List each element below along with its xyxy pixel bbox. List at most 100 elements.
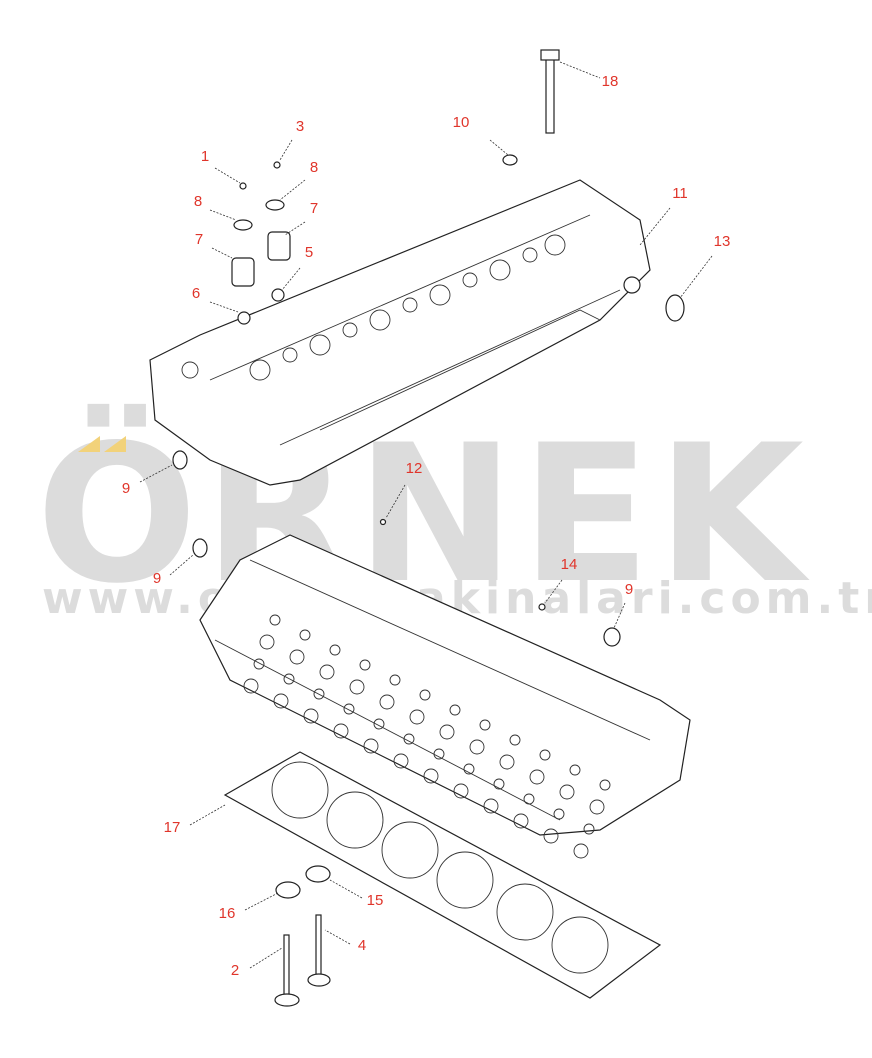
valve-seat	[529, 769, 545, 785]
watermark-accent	[78, 436, 100, 452]
callout-17: 17	[164, 819, 181, 836]
callout-9: 9	[153, 570, 161, 587]
callout-2: 2	[231, 962, 239, 979]
valve-spring	[267, 231, 291, 261]
valve-seat	[373, 718, 385, 730]
callout-3: 3	[296, 118, 304, 135]
callout-5: 5	[305, 244, 313, 261]
valve-seat	[589, 799, 605, 815]
leader-line	[279, 179, 306, 201]
leader-line	[279, 139, 293, 161]
valve-seat	[409, 709, 425, 725]
callout-16: 16	[219, 905, 236, 922]
callout-9: 9	[625, 581, 633, 598]
valve-seat	[449, 704, 461, 716]
valve-seat	[513, 813, 529, 829]
leader-line	[613, 602, 626, 629]
valve-seat	[359, 659, 371, 671]
valve-seat	[283, 673, 295, 685]
seal-ring	[665, 294, 685, 322]
callout-4: 4	[358, 937, 366, 954]
valve-seat	[483, 798, 499, 814]
valve-exhaust	[315, 914, 322, 978]
leader-line	[639, 207, 671, 246]
callout-11: 11	[672, 185, 688, 202]
leader-line	[329, 879, 363, 899]
valve-seat	[313, 688, 325, 700]
valve-seat	[523, 793, 535, 805]
leader-line	[209, 301, 239, 313]
small-parts	[172, 49, 685, 1007]
valve-seat	[259, 634, 275, 650]
callout-7: 7	[195, 231, 203, 248]
leader-line	[281, 267, 301, 291]
valve-seat	[273, 693, 289, 709]
leader-line	[559, 61, 601, 79]
valve-seat	[403, 733, 415, 745]
valve-seat	[539, 749, 551, 761]
callout-8: 8	[310, 159, 318, 176]
valve-seat	[253, 658, 265, 670]
valve-spring	[231, 257, 255, 287]
leader-line	[284, 221, 306, 236]
valve-seat	[573, 843, 589, 859]
valve-seat	[343, 703, 355, 715]
callout-7: 7	[310, 200, 318, 217]
valve-seat	[333, 723, 349, 739]
valve-seat	[469, 739, 485, 755]
leader-line	[214, 167, 241, 184]
valve-seat	[423, 768, 439, 784]
callout-6: 6	[192, 285, 200, 302]
o-ring	[502, 154, 518, 166]
valve-seat	[349, 679, 365, 695]
cylinder-head-upper	[149, 179, 651, 486]
valve-seat	[439, 724, 455, 740]
valve-seat	[379, 694, 395, 710]
leader-line	[385, 484, 406, 519]
valve-seat	[553, 808, 565, 820]
valve-seat	[319, 664, 335, 680]
bolt	[545, 54, 555, 134]
callout-1: 1	[201, 148, 209, 165]
valve-seat	[479, 719, 491, 731]
valve-seat	[453, 783, 469, 799]
callout-18: 18	[602, 73, 619, 90]
valve-seat	[393, 753, 409, 769]
valve-seat	[269, 614, 281, 626]
valve-intake	[283, 934, 290, 998]
callout-9: 9	[122, 480, 130, 497]
watermark-accent	[104, 436, 126, 452]
leader-line	[244, 892, 279, 911]
valve-seat	[419, 689, 431, 701]
valve-seat	[569, 764, 581, 776]
leader-line	[544, 579, 563, 604]
valve-seat	[463, 763, 475, 775]
cylinder-head-lower	[199, 534, 691, 859]
callout-8: 8	[194, 193, 202, 210]
watermark-brand: ÖRNEK	[36, 404, 810, 625]
callout-14: 14	[561, 556, 578, 573]
leader-line	[679, 255, 713, 299]
leader-line	[489, 139, 509, 156]
valve-seat	[509, 734, 521, 746]
valve-seat	[389, 674, 401, 686]
callout-15: 15	[367, 892, 384, 909]
leader-line	[189, 804, 226, 826]
valve-seat	[363, 738, 379, 754]
valve-seat	[433, 748, 445, 760]
valve-seat	[559, 784, 575, 800]
leader-line	[169, 554, 194, 576]
leader-line	[209, 209, 237, 221]
valve-seat	[243, 678, 259, 694]
callout-12: 12	[406, 460, 423, 477]
valve-seat	[329, 644, 341, 656]
leader-line	[249, 947, 283, 969]
leader-line	[324, 929, 351, 945]
callout-13: 13	[714, 233, 731, 250]
valve-seat	[543, 828, 559, 844]
valve-seat	[299, 629, 311, 641]
head-gasket	[223, 751, 662, 999]
valve-seat	[289, 649, 305, 665]
